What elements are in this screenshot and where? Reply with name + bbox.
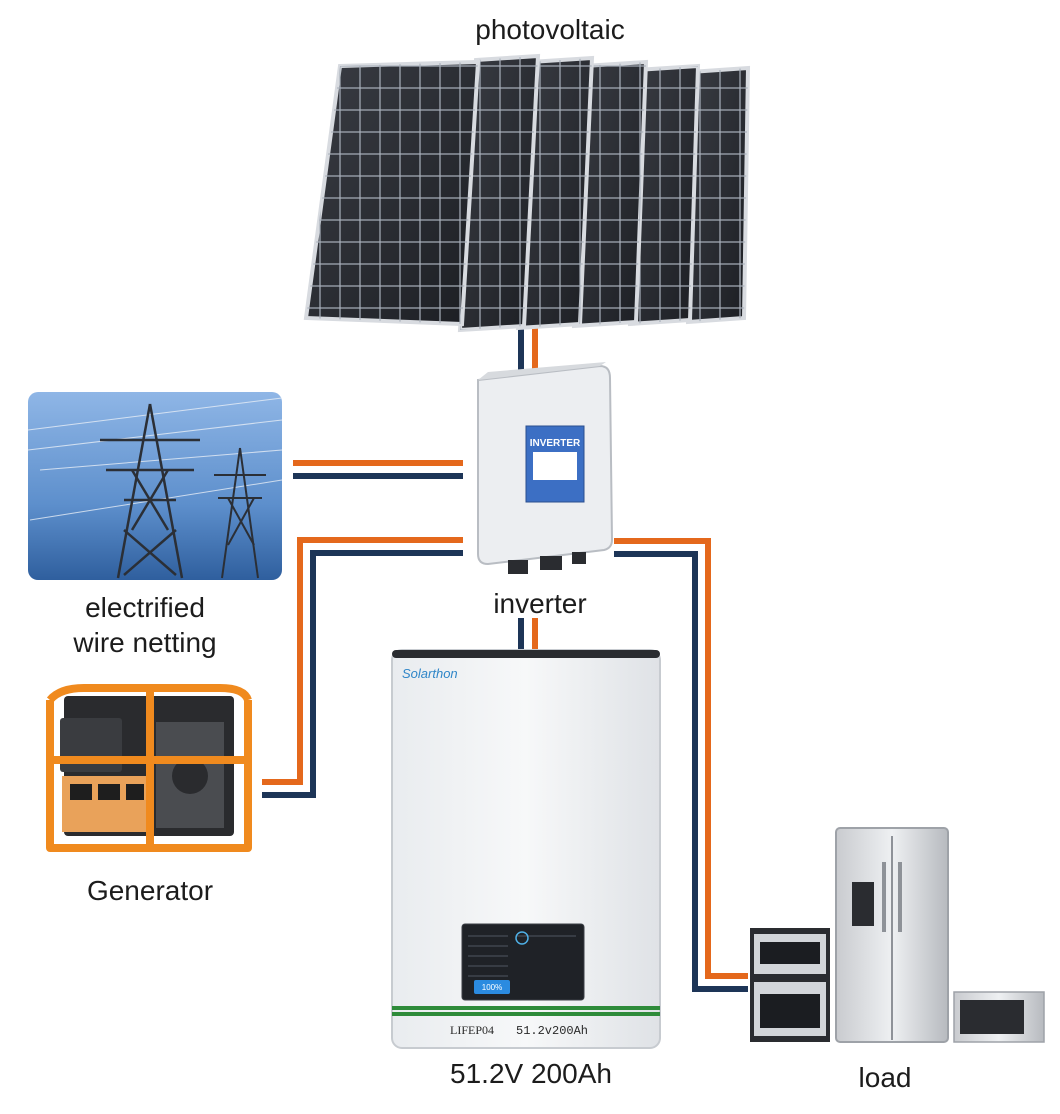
solar-panel	[627, 63, 701, 327]
label-grid-line2: wire netting	[73, 627, 217, 658]
wire-load-navy	[614, 551, 748, 992]
solar-panel-icon	[303, 53, 751, 333]
wire-gen-navy	[262, 550, 463, 798]
solar-panel	[515, 55, 595, 331]
battery-model-right: 51.2v200Ah	[516, 1024, 588, 1038]
label-grid-line1: electrified	[85, 592, 205, 623]
solar-panel	[457, 53, 541, 333]
label-battery-spec: 51.2V 200Ah	[450, 1058, 612, 1089]
appliance-icon	[750, 827, 1045, 1043]
label-photovoltaic: photovoltaic	[475, 14, 625, 45]
battery-brand: Solarthon	[402, 666, 458, 681]
inverter-badge-text: INVERTER	[530, 438, 581, 449]
solar-panel-front	[303, 59, 481, 327]
wire-load-orange	[614, 538, 748, 979]
wire-gen-orange	[262, 537, 463, 785]
battery-unit: Solarthon 100% LIFEP04 51.2v200Ah	[391, 649, 661, 1049]
wiring	[262, 325, 748, 992]
inverter-device: INVERTER	[477, 362, 614, 574]
power-tower-icon	[27, 392, 283, 580]
battery-model-left: LIFEP04	[450, 1023, 494, 1037]
generator-icon	[46, 684, 252, 852]
label-inverter: inverter	[493, 588, 587, 619]
battery-soc: 100%	[482, 983, 502, 992]
solar-panel	[571, 59, 649, 329]
label-load: load	[858, 1062, 912, 1093]
label-generator: Generator	[86, 875, 214, 906]
